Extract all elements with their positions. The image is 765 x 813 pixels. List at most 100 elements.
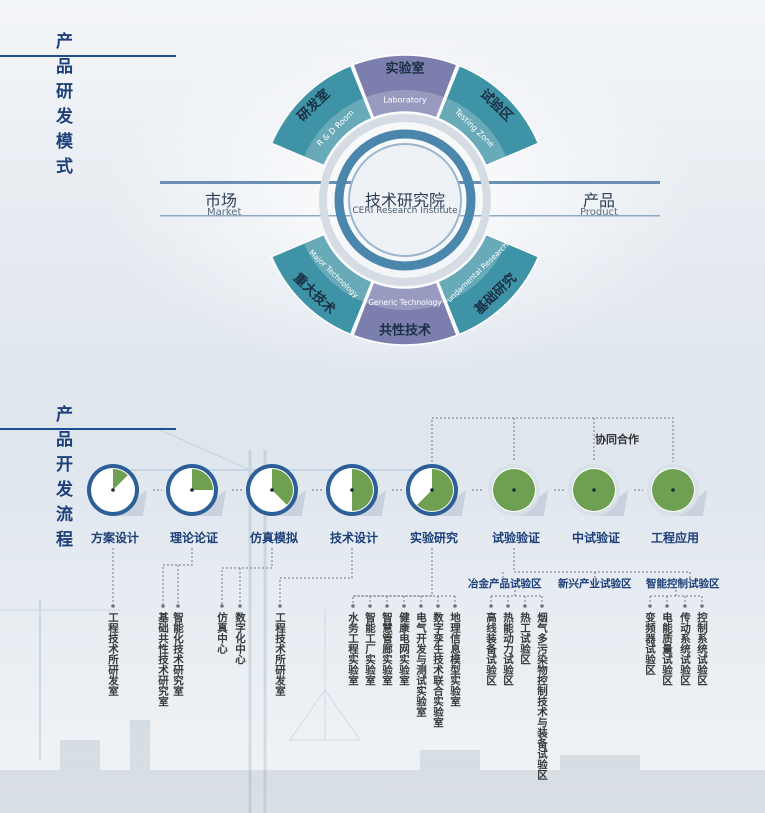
stage-icon-center: [190, 488, 194, 492]
lab-marker: [648, 604, 652, 608]
lab-marker: [665, 604, 669, 608]
lab-marker: [506, 604, 510, 608]
lab-label: 智能工厂实验室: [364, 612, 376, 686]
lab-label: 基础共性技术研究室: [157, 612, 169, 707]
stage-icon-center: [512, 488, 516, 492]
wheel-segment: [270, 64, 374, 167]
stage-icon: [326, 464, 386, 516]
coop-bracket: [431, 417, 674, 462]
lab-label: 传动系统试验区: [679, 612, 691, 686]
lab-label: 智慧管廊实验室: [381, 612, 393, 686]
lab-label: 热工试验区: [519, 612, 531, 665]
stage-icon: [87, 464, 147, 516]
wheel-segment: [352, 54, 458, 119]
wheel-segment-inner: [303, 234, 373, 302]
wheel-center-cn: 技术研究院: [364, 191, 445, 210]
stage-label: 工程应用: [650, 531, 699, 545]
wheel-segment: [436, 233, 540, 336]
lab-marker: [278, 604, 282, 608]
stage-icon: [246, 464, 306, 516]
stage-label: 仿真模拟: [249, 531, 298, 545]
zone-label: 新兴产业试验区: [558, 578, 632, 590]
wheel-left-en: Market: [207, 207, 242, 218]
stage-icon-center: [350, 488, 354, 492]
lab-label: 电气开发与测试实验室: [415, 612, 427, 717]
lab-label: 工程技术所研发室: [107, 612, 119, 696]
lab-marker: [419, 604, 423, 608]
wheel-segment: [436, 64, 540, 167]
section-title-text: 产品开发流程: [56, 405, 74, 550]
lab-marker: [238, 604, 242, 608]
lab-marker: [385, 604, 389, 608]
lab-label: 电能质量试验区: [661, 612, 673, 686]
lab-marker: [683, 604, 687, 608]
lab-marker: [220, 604, 224, 608]
lab-marker: [700, 604, 704, 608]
lab-label: 智能化技术研究室: [172, 612, 184, 696]
lab-label: 健康电网实验室: [398, 612, 410, 686]
stage-label: 方案设计: [90, 531, 139, 545]
wheel-right-cn: 产品: [583, 191, 616, 210]
wheel-outer-ring: [319, 114, 491, 286]
lab-connector: [352, 548, 433, 604]
stage-icon-center: [111, 488, 115, 492]
stage-label: 试验验证: [491, 531, 540, 545]
wheel-left-cn: 市场: [205, 191, 238, 210]
section-underline: [0, 428, 176, 430]
stage-icon-center: [430, 488, 434, 492]
wheel-segment-inner: [437, 98, 507, 166]
stage-icon: [647, 464, 707, 516]
lab-connector: [162, 548, 193, 604]
lab-label: 仿真中心: [216, 612, 228, 654]
lab-label: 高线装备试验区: [485, 612, 497, 686]
lab-marker: [176, 604, 180, 608]
stage-label: 实验研究: [409, 531, 458, 545]
stage-icon: [166, 464, 226, 516]
wheel-segment: [352, 281, 458, 346]
section-title-text: 产品研发模式: [56, 32, 74, 177]
stage-icon-fill: [417, 469, 454, 512]
wheel-segment-inner: [437, 234, 507, 302]
stage-icon-fill: [113, 469, 128, 490]
stage-icon-fill: [272, 469, 294, 505]
lab-label: 地理信息模型实验室: [449, 612, 461, 707]
lab-marker: [402, 604, 406, 608]
zone-label: 智能控制试验区: [646, 578, 720, 590]
zone-label: 冶金产品试验区: [468, 578, 542, 590]
zone-connector: [513, 548, 691, 578]
stage-icon-center: [671, 488, 675, 492]
stage-label: 技术设计: [329, 531, 378, 545]
stage-label: 中试验证: [571, 531, 620, 545]
wheel-segment-en: Laboratory: [383, 96, 427, 105]
stage-icon-center: [270, 488, 274, 492]
lab-marker: [436, 604, 440, 608]
lab-label: 烟气多污染物控制技术与装备试验区: [536, 612, 548, 780]
wheel-core: [348, 143, 462, 257]
stage-icon-fill: [192, 469, 213, 490]
wheel-segment: [270, 233, 374, 336]
wheel-segment-inner: [365, 90, 445, 118]
wheel-segment-inner: [303, 98, 373, 166]
coop-label: 协同合作: [595, 433, 639, 446]
lab-marker: [351, 604, 355, 608]
lab-label: 热能动力试验区: [502, 612, 514, 686]
stage-icon-center: [592, 488, 596, 492]
city-silhouette: [0, 720, 765, 813]
lab-marker: [523, 604, 527, 608]
stage-icon: [488, 464, 548, 516]
lab-marker: [540, 604, 544, 608]
stage-label: 理论论证: [169, 531, 218, 545]
wheel-segment-en: Generic Technology: [368, 298, 442, 307]
lab-label: 控制系统试验区: [696, 612, 708, 686]
lab-connector: [221, 548, 273, 604]
lab-marker: [489, 604, 493, 608]
wheel-inner-ring: [334, 129, 476, 271]
wheel-segment-cn: 共性技术: [379, 323, 431, 339]
lab-marker: [161, 604, 165, 608]
wheel-center-en: CERI Research Institute: [352, 206, 458, 216]
lab-connector: [279, 548, 353, 604]
lab-marker: [111, 604, 115, 608]
wheel-segment-inner: [365, 282, 445, 310]
lab-label: 数字化中心: [234, 612, 246, 665]
